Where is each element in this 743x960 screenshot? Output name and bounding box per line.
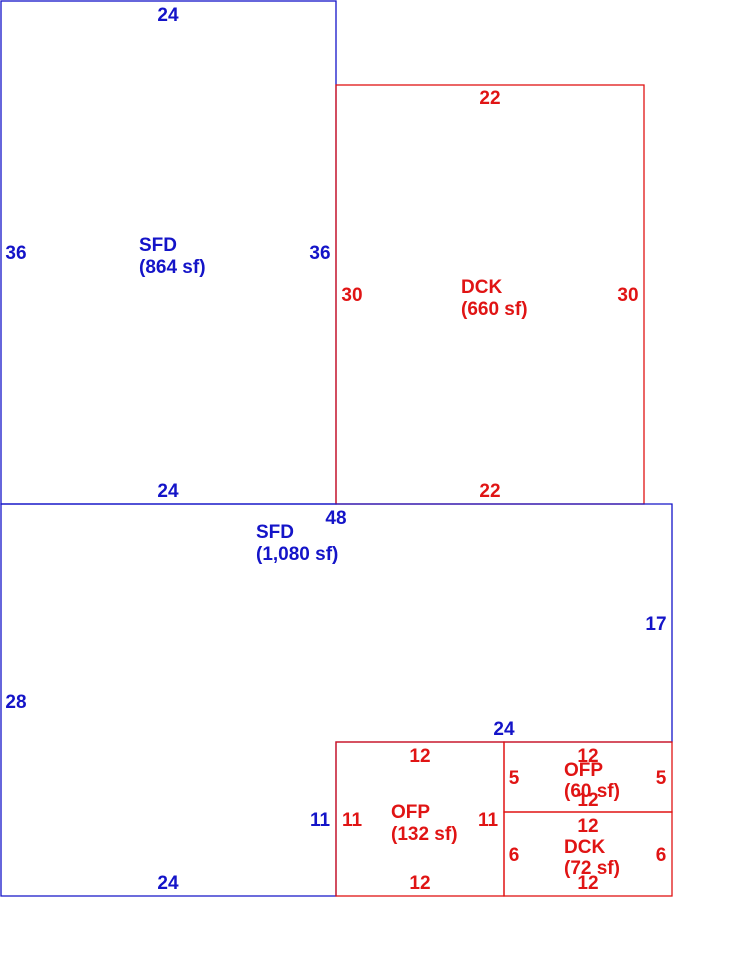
sfd-lower-dim-left: 28	[5, 692, 26, 713]
dck-upper-dim-top: 22	[479, 88, 500, 109]
dck-small-dim-left: 6	[509, 845, 520, 866]
dck-small-dim-top: 12	[577, 816, 598, 837]
dck-upper-area-label: (660 sf)	[461, 299, 528, 320]
ofp-large-area-label: (132 sf)	[391, 824, 458, 845]
sfd-upper-area: SFD (864 sf) 24 24 36 36	[0, 0, 337, 505]
ofp-small-dim-top: 12	[577, 746, 598, 767]
sfd-upper-dim-top: 24	[157, 5, 179, 26]
sfd-lower-dim-notch-top: 24	[493, 719, 515, 740]
sfd-upper-area-label: (864 sf)	[139, 257, 206, 278]
dck-upper-area: DCK (660 sf) 22 22 30 30	[335, 84, 645, 505]
ofp-large-dim-top: 12	[409, 746, 430, 767]
dck-upper-dim-right: 30	[617, 285, 638, 306]
ofp-small-dim-left: 5	[509, 768, 520, 789]
dck-small-dim-right: 6	[656, 845, 667, 866]
ofp-small-dim-bottom: 12	[577, 790, 598, 811]
dck-upper-dim-left: 30	[341, 285, 362, 306]
sfd-upper-dim-bottom: 24	[157, 481, 179, 502]
dck-small-code: DCK	[564, 837, 605, 858]
ofp-small-code: OFP	[564, 760, 603, 781]
ofp-large-dim-right: 11	[478, 810, 499, 831]
ofp-small-dim-right: 5	[656, 768, 667, 789]
dck-small-area-label: (72 sf)	[564, 858, 620, 879]
dck-small-outline	[503, 811, 673, 897]
sfd-upper-dim-right: 36	[309, 243, 330, 264]
sfd-lower-dim-right: 17	[645, 614, 666, 635]
dck-upper-dim-bottom: 22	[479, 481, 500, 502]
dck-small-dim-bottom: 12	[577, 873, 598, 894]
ofp-large-code: OFP	[391, 802, 430, 823]
dck-small-area: DCK (72 sf) 12 12 6 6	[503, 811, 673, 897]
sfd-lower-dim-top: 48	[325, 508, 346, 529]
dck-upper-code: DCK	[461, 277, 502, 298]
sfd-lower-dim-notch-side: 11	[310, 810, 331, 831]
sfd-lower-dim-bottom: 24	[157, 873, 179, 894]
ofp-large-area: OFP (132 sf) 12 12 11 11	[335, 741, 505, 897]
ofp-small-area: OFP (60 sf) 12 12 5 5	[503, 741, 673, 813]
ofp-large-dim-left: 11	[342, 810, 363, 831]
sfd-upper-code: SFD	[139, 235, 177, 256]
ofp-small-area-label: (60 sf)	[564, 781, 620, 802]
ofp-large-dim-bottom: 12	[409, 873, 430, 894]
sfd-lower-code: SFD	[256, 522, 294, 543]
sfd-upper-dim-left: 36	[5, 243, 26, 264]
sfd-lower-area-label: (1,080 sf)	[256, 544, 338, 565]
